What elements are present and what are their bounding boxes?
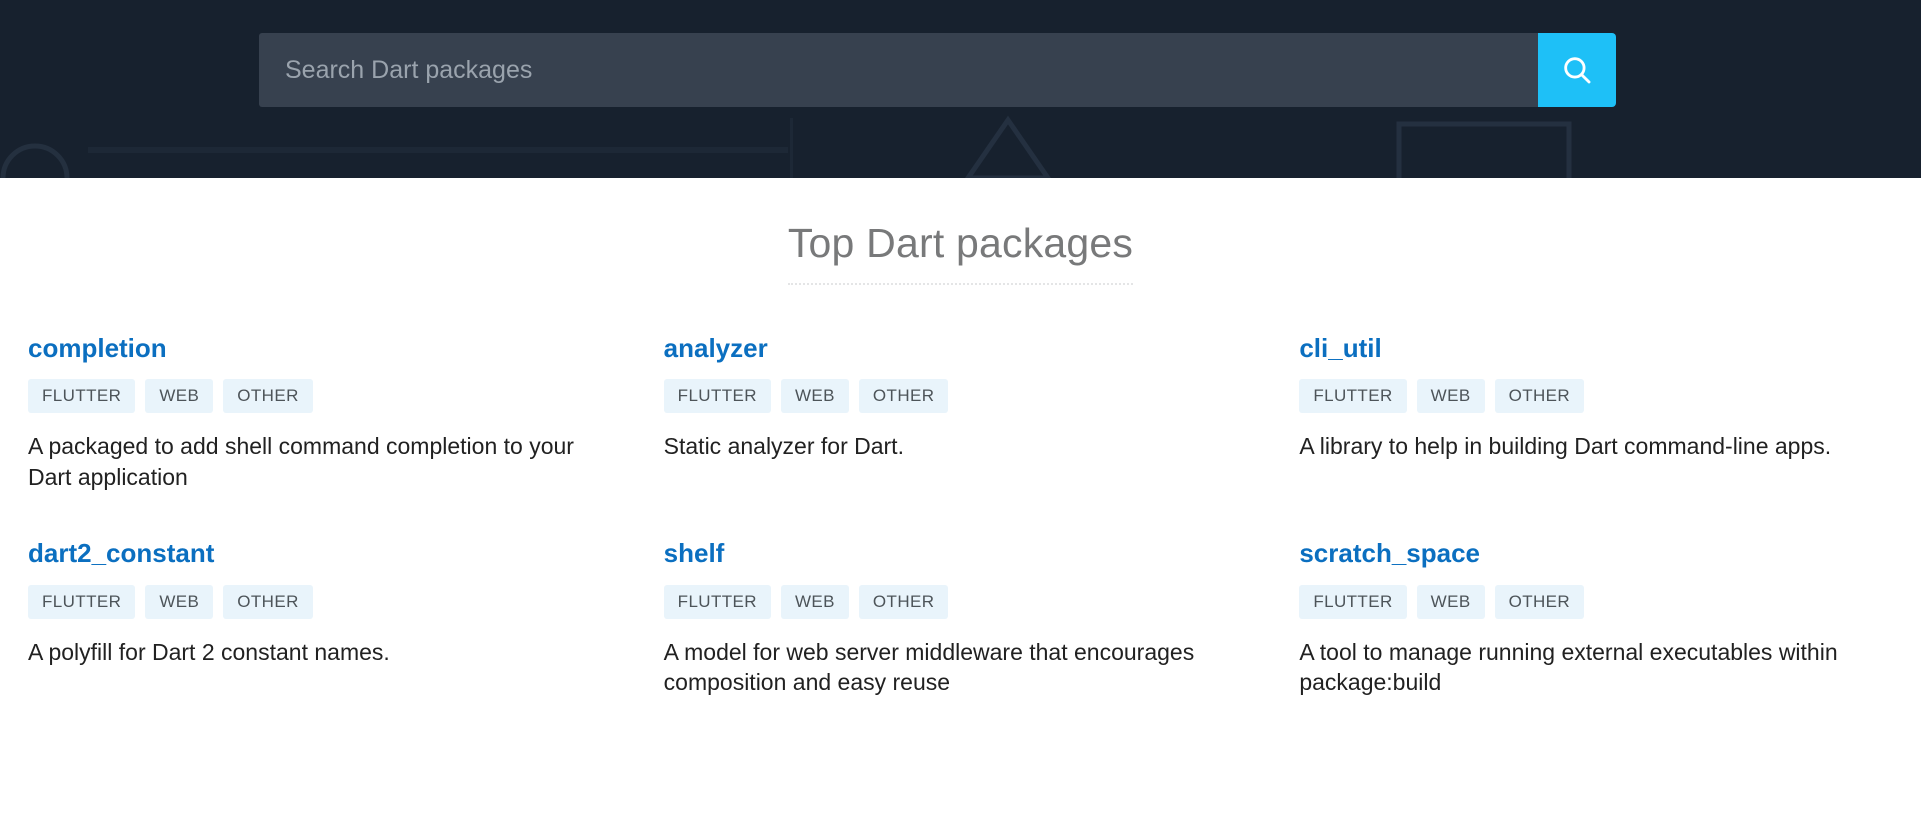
package-link[interactable]: scratch_space [1299,538,1481,569]
package-description: Static analyzer for Dart. [663,433,904,460]
rectangle-outline-shape [1396,121,1572,178]
vertical-divider-shape [790,118,793,178]
tag-chip-web[interactable]: WEB [145,379,214,414]
package-tag-row: FLUTTER WEB OTHER [28,379,622,414]
triangle-outline-shape [964,115,1052,178]
package-link[interactable]: shelf [663,538,725,569]
package-description: A library to help in building Dart comma… [1299,433,1832,460]
package-tag-row: FLUTTER WEB OTHER [1299,584,1893,619]
package-link[interactable]: cli_util [1299,333,1382,364]
tag-chip-web[interactable]: WEB [1416,379,1485,414]
page-title-block: Top Dart packages [0,178,1921,286]
package-card: analyzer FLUTTER WEB OTHER Static analyz… [663,333,1258,538]
tag-chip-flutter[interactable]: FLUTTER [28,379,136,414]
tag-chip-other[interactable]: OTHER [223,584,313,619]
package-grid: completion FLUTTER WEB OTHER A packaged … [0,333,1921,744]
tag-chip-web[interactable]: WEB [780,584,849,619]
tag-chip-other[interactable]: OTHER [1494,379,1585,414]
package-link[interactable]: dart2_constant [28,538,215,569]
package-card: cli_util FLUTTER WEB OTHER A library to … [1299,333,1893,538]
tag-chip-flutter[interactable]: FLUTTER [663,379,771,414]
package-tag-row: FLUTTER WEB OTHER [28,584,622,619]
package-link[interactable]: completion [28,333,167,364]
package-description: A polyfill for Dart 2 constant names. [28,638,390,665]
package-tag-row: FLUTTER WEB OTHER [663,584,1258,619]
main-content: Top Dart packages completion FLUTTER WEB… [0,178,1921,824]
tag-chip-flutter[interactable]: FLUTTER [1299,584,1407,619]
tag-chip-web[interactable]: WEB [145,584,214,619]
search-bar [259,33,1616,107]
search-header [0,0,1921,178]
tag-chip-other[interactable]: OTHER [223,379,313,414]
package-description: A model for web server middleware that e… [663,638,1195,696]
package-link[interactable]: analyzer [663,333,768,364]
tag-chip-flutter[interactable]: FLUTTER [1299,379,1407,414]
tag-chip-web[interactable]: WEB [780,379,849,414]
search-icon [1560,53,1594,87]
package-card: scratch_space FLUTTER WEB OTHER A tool t… [1299,538,1893,743]
package-tag-row: FLUTTER WEB OTHER [663,379,1258,414]
search-button[interactable] [1538,33,1616,107]
tag-chip-web[interactable]: WEB [1416,584,1485,619]
tag-chip-flutter[interactable]: FLUTTER [28,584,136,619]
package-description: A tool to manage running external execut… [1299,638,1838,696]
circle-outline-shape [0,143,70,178]
tag-chip-other[interactable]: OTHER [858,379,949,414]
package-card: dart2_constant FLUTTER WEB OTHER A polyf… [28,538,622,743]
horizontal-line-shape [88,147,788,153]
package-description: A packaged to add shell command completi… [28,433,574,490]
tag-chip-other[interactable]: OTHER [1494,584,1585,619]
page-title: Top Dart packages [787,220,1134,286]
package-tag-row: FLUTTER WEB OTHER [1299,379,1893,414]
tag-chip-other[interactable]: OTHER [858,584,949,619]
tag-chip-flutter[interactable]: FLUTTER [663,584,771,619]
package-card: shelf FLUTTER WEB OTHER A model for web … [663,538,1258,743]
package-card: completion FLUTTER WEB OTHER A packaged … [28,333,622,538]
search-input[interactable] [259,33,1538,107]
